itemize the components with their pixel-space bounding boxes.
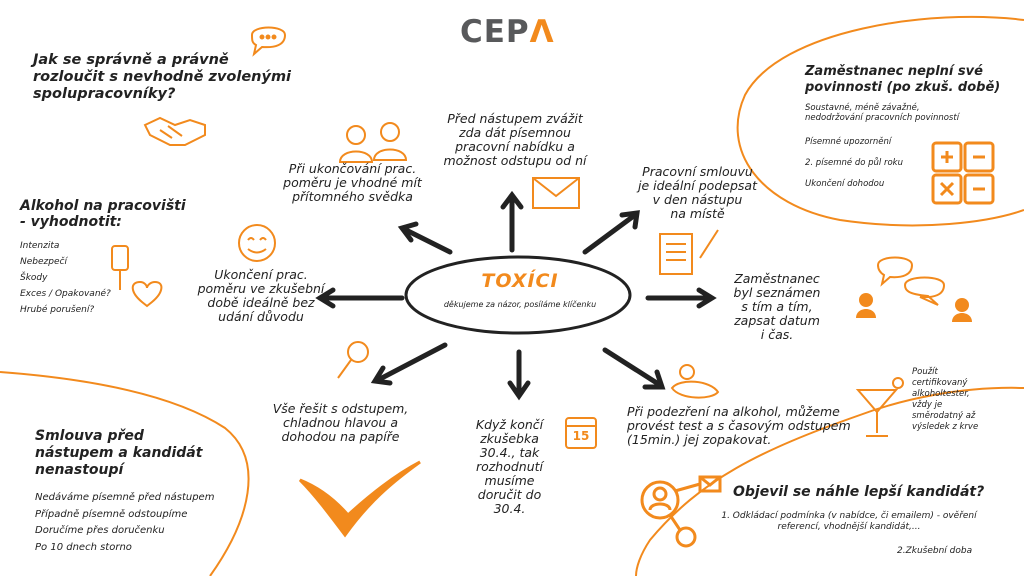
- arrow-down-head: [507, 380, 531, 401]
- list-item: Nedáváme písemně před nástupem: [35, 492, 215, 503]
- speech-bubble-icon: [250, 26, 287, 57]
- magnifier-icon: [337, 341, 369, 379]
- handshake-icon: [143, 116, 206, 146]
- cepa-logo: CEPΛ: [460, 14, 555, 50]
- list-item: referencí, vhodnější kandidát,...: [777, 522, 921, 532]
- arrow-up-right-head: [619, 210, 640, 230]
- top-left-question: Jak se správně a právně rozloučit s nevh…: [33, 52, 292, 102]
- arrow-down-left-head: [370, 365, 393, 386]
- node-suspicion: Při podezření na alkohol, můžeme provést…: [627, 404, 851, 447]
- arrow-down-left: [375, 342, 448, 383]
- node-calm: Vše řešit s odstupem, chladnou hlavou a …: [272, 401, 409, 444]
- node-before-start: Před nástupem zvážit zda dát písemnou pr…: [443, 111, 587, 168]
- check-mark-icon: [298, 460, 421, 538]
- calculator-icon: [931, 141, 995, 205]
- list-item: Intenzita: [20, 241, 60, 251]
- persons-icon: [338, 122, 408, 163]
- duties-list: Písemné upozornění 2. písemné do půl rok…: [805, 132, 903, 195]
- list-item: 1. Odkládací podmínka (v nabídce, či ema…: [721, 511, 977, 521]
- duck-icon: [670, 364, 720, 399]
- smiley-icon: [238, 224, 276, 262]
- envelope-icon: [532, 177, 580, 209]
- arrow-up-right: [582, 212, 638, 255]
- node-informed: Zaměstnanec byl seznámen s tím a tím, za…: [733, 271, 821, 342]
- clipboard-icon: [659, 229, 719, 275]
- node-tester: Použít certifikovaný alkoholtester, vždy…: [912, 367, 979, 432]
- heart-icon: [131, 280, 163, 308]
- contract-list: Nedáváme písemně před nástupem Případně …: [35, 490, 214, 556]
- duties-title: Zaměstnanec neplní své povinnosti (po zk…: [805, 64, 1001, 95]
- node-trial-end: Ukončení prac. poměru ve zkušební době i…: [197, 267, 325, 324]
- pen-icon: [699, 229, 719, 259]
- list-item: Škody: [20, 273, 48, 283]
- center-subtitle: děkujeme za názor, posíláme klíčenku: [443, 300, 597, 309]
- list-item: Ukončení dohodou: [805, 179, 885, 189]
- bottom-right-blob: [635, 386, 1024, 576]
- list-item: 2. písemné do půl roku: [805, 158, 903, 168]
- arrow-right-head: [696, 287, 717, 309]
- arrow-down-right-head: [642, 369, 666, 390]
- alcohol-list: Intenzita Nebezpečí Škody Exces / Opakov…: [20, 238, 111, 318]
- arrows: [315, 190, 717, 401]
- candidate-list: 1. Odkládací podmínka (v nabídce, či ema…: [690, 511, 1008, 533]
- people-icon: [856, 293, 972, 322]
- arrow-up-head: [500, 190, 524, 210]
- center-ellipse: [404, 255, 632, 335]
- calendar-day: 15: [572, 429, 590, 443]
- list-item: Po 10 dnech storno: [35, 541, 132, 553]
- calendar-icon: [565, 417, 597, 449]
- contract-title: Smlouva před nástupem a kandidát nenasto…: [35, 428, 203, 478]
- arrow-left-head: [315, 287, 336, 309]
- list-item: Hrubé porušení?: [20, 305, 95, 315]
- network-icon: [640, 475, 722, 548]
- list-item: Písemné upozornění: [805, 137, 892, 147]
- arrow-up-left-head: [397, 221, 419, 243]
- candidate-item-2: 2.Zkušební doba: [897, 546, 973, 556]
- list-item: Exces / Opakované?: [20, 289, 111, 299]
- cocktail-icon: [855, 377, 904, 437]
- list-item: Případně písemně odstoupíme: [35, 508, 188, 520]
- node-contract: Pracovní smlouvu je ideální podepsat v d…: [638, 164, 757, 221]
- alcohol-title: Alkohol na pracovišti - vyhodnotit:: [20, 198, 186, 230]
- duties-item-1: Soustavné, méně závažné, nedodržování pr…: [805, 103, 960, 123]
- arrow-down-right: [602, 347, 663, 388]
- candidate-title: Objevil se náhle lepší kandidát?: [733, 484, 985, 500]
- node-trial-ends: Když končí zkušebka 30.4., tak rozhodnut…: [475, 417, 544, 516]
- arrow-up-left: [401, 226, 453, 255]
- node-witness: Při ukončování prac. poměru je vhodné mí…: [283, 161, 422, 204]
- bottom-left-blob: [0, 371, 250, 576]
- infusion-icon: [111, 245, 163, 308]
- top-right-blob: [736, 15, 1024, 227]
- list-item: Nebezpečí: [20, 257, 67, 267]
- chat-bubbles-icon: [876, 256, 946, 306]
- list-item: Doručíme přes doručenku: [35, 525, 165, 536]
- center-title: TOXÍCI: [481, 270, 559, 292]
